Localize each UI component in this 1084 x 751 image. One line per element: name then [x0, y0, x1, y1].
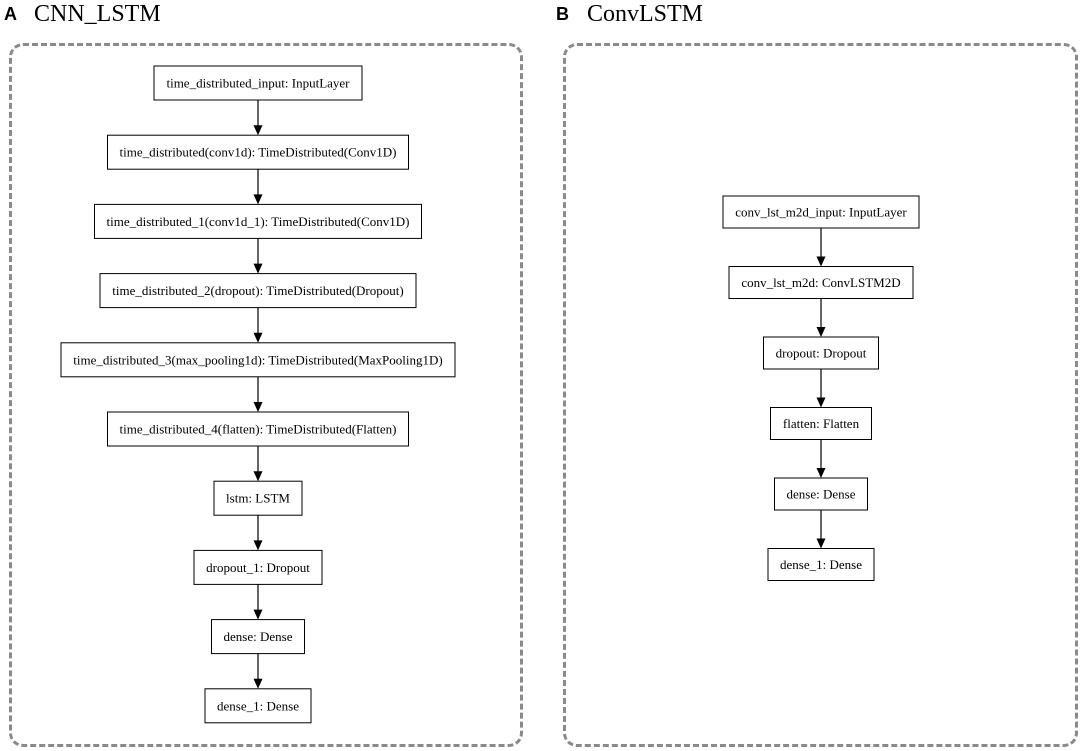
panel-a-arrow-2: [253, 238, 263, 274]
panel-a-node-7: dropout_1: Dropout: [193, 549, 323, 585]
node-box: [204, 688, 312, 724]
panel-a-node-9: dense_1: Dense: [204, 688, 312, 724]
node-label: time_distributed_2(dropout): TimeDistrib…: [112, 283, 403, 298]
panel-b-node-4: dense: Dense: [774, 477, 868, 511]
panel-a-title: CNN_LSTM: [34, 1, 161, 27]
node-box: [153, 65, 363, 101]
node-label: flatten: Flatten: [783, 416, 860, 431]
node-label: conv_lst_m2d: ConvLSTM2D: [741, 275, 900, 290]
node-label: time_distributed_input: InputLayer: [166, 76, 350, 91]
panel-b-node-2: dropout: Dropout: [763, 336, 879, 370]
panel-a-node-2: time_distributed_1(conv1d_1): TimeDistri…: [94, 203, 422, 239]
panel-b-arrow-0: [816, 228, 826, 267]
node-label: dense: Dense: [224, 629, 293, 644]
node-label: conv_lst_m2d_input: InputLayer: [735, 205, 907, 220]
panel-b-node-1: conv_lst_m2d: ConvLSTM2D: [728, 266, 914, 299]
panel-b-node-3: flatten: Flatten: [770, 407, 872, 440]
panel-a-node-0: time_distributed_input: InputLayer: [153, 65, 363, 101]
panel-a-node-6: lstm: LSTM: [213, 480, 303, 516]
panel-a-arrow-8: [253, 653, 263, 689]
panel-a-arrow-3: [253, 307, 263, 343]
node-label: dense_1: Dense: [217, 698, 299, 713]
panel-b-arrow-3: [816, 439, 826, 478]
panel-b-node-0: conv_lst_m2d_input: InputLayer: [722, 195, 920, 229]
panel-a-node-1: time_distributed(conv1d): TimeDistribute…: [107, 134, 409, 170]
node-box: [774, 477, 868, 511]
panel-a-arrow-0: [253, 100, 263, 136]
node-label: time_distributed_1(conv1d_1): TimeDistri…: [107, 214, 410, 229]
panel-b-arrow-4: [816, 510, 826, 549]
node-box: [722, 195, 920, 229]
node-box: [770, 407, 872, 440]
panel-b-arrow-2: [816, 369, 826, 408]
panel-b-arrow-1: [816, 298, 826, 337]
node-box: [767, 548, 875, 581]
node-label: dense: Dense: [787, 487, 856, 502]
panel-a-arrow-7: [253, 584, 263, 620]
panel-b-letter: B: [556, 4, 569, 24]
node-label: dropout_1: Dropout: [206, 560, 310, 575]
node-label: dense_1: Dense: [780, 557, 862, 572]
panel-a-letter: A: [4, 4, 17, 24]
panel-b-title: ConvLSTM: [587, 1, 704, 27]
node-label: dropout: Dropout: [776, 346, 867, 361]
panel-a-arrow-4: [253, 376, 263, 412]
node-label: lstm: LSTM: [226, 491, 290, 506]
node-label: time_distributed_3(max_pooling1d): TimeD…: [73, 352, 442, 367]
node-label: time_distributed_4(flatten): TimeDistrib…: [120, 422, 397, 437]
panel-a-arrow-1: [253, 169, 263, 205]
panel-b-node-5: dense_1: Dense: [767, 548, 875, 581]
panel-a-node-5: time_distributed_4(flatten): TimeDistrib…: [107, 411, 409, 447]
panel-a-node-3: time_distributed_2(dropout): TimeDistrib…: [99, 273, 417, 309]
panel-a-node-8: dense: Dense: [211, 619, 305, 655]
node-label: time_distributed(conv1d): TimeDistribute…: [120, 145, 397, 160]
panel-a-frame: [9, 43, 523, 747]
panel-b-frame: [563, 43, 1078, 747]
panel-a-arrow-5: [253, 446, 263, 482]
node-box: [213, 480, 303, 516]
panel-a-arrow-6: [253, 515, 263, 551]
node-box: [193, 549, 323, 585]
panel-a-node-4: time_distributed_3(max_pooling1d): TimeD…: [60, 342, 456, 378]
